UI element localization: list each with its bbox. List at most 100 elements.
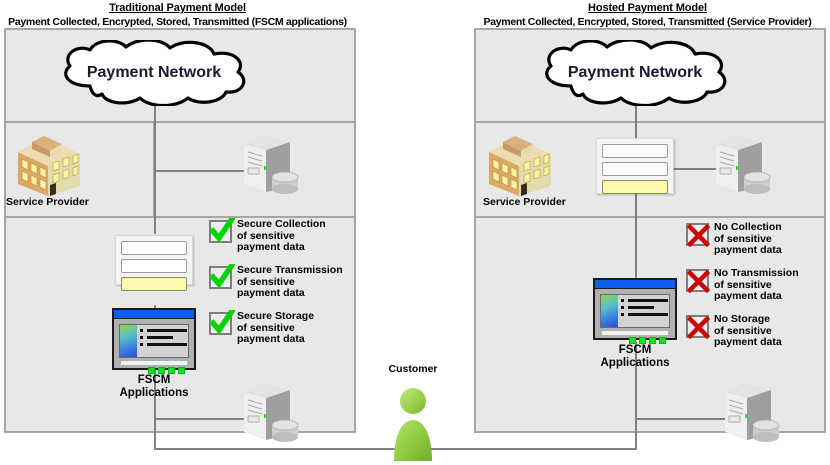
building-icon — [489, 136, 551, 196]
monitor-text-lines — [137, 325, 188, 357]
hosted-top-server — [712, 134, 776, 196]
server-icon — [716, 136, 771, 194]
traditional-service-provider-building — [10, 130, 88, 198]
monitor-line-2 — [147, 336, 174, 339]
traditional-payment-network-cloud: Payment Network — [46, 38, 262, 108]
monitor-status-bar — [602, 331, 668, 335]
traditional-cloud-label: Payment Network — [86, 64, 222, 81]
traditional-fscm-monitor — [112, 308, 196, 374]
traditional-cloud-connector — [154, 100, 156, 234]
traditional-status-item-1: Secure Transmission of sensitive payment… — [209, 264, 343, 300]
monitor-line-3 — [147, 343, 187, 346]
status-line-1: Secure Transmission — [237, 264, 343, 276]
monitor-bullets — [621, 299, 624, 320]
traditional-payment-form[interactable] — [115, 235, 193, 291]
status-line-2: of sensitive — [237, 275, 295, 288]
status-text: Secure Transmission of sensitive payment… — [237, 264, 343, 300]
status-text: No Storage of sensitive payment data — [714, 313, 782, 349]
person-icon — [394, 388, 432, 461]
cross-icon — [686, 269, 710, 293]
status-line-3: payment data — [714, 290, 782, 302]
traditional-band-divider-1 — [4, 121, 356, 123]
traditional-status-item-0: Secure Collection of sensitive payment d… — [209, 218, 326, 254]
fscm-label-line1: FSCM — [137, 374, 171, 386]
monitor-gradient-panel — [120, 325, 137, 357]
fscm-label-line2: Applications — [600, 357, 670, 369]
hosted-payment-network-cloud: Payment Network — [527, 38, 743, 108]
building-icon — [18, 136, 80, 196]
hosted-band-divider-2 — [474, 216, 826, 218]
monitor-gradient-panel — [601, 295, 618, 327]
monitor-text-lines — [618, 295, 669, 327]
traditional-server-bottom-link — [155, 418, 250, 420]
hosted-status-item-0: No Collection of sensitive payment data — [686, 221, 782, 257]
cloud-icon — [545, 38, 727, 108]
traditional-band-divider-2 — [4, 216, 356, 218]
hosted-cloud-connector — [635, 100, 637, 142]
server-icon — [725, 384, 780, 442]
status-line-2: of sensitive — [714, 232, 772, 245]
status-text: Secure Storage of sensitive payment data — [237, 310, 315, 346]
status-line-2: of sensitive — [714, 278, 772, 291]
check-icon — [209, 310, 235, 335]
monitor-titlebar — [595, 280, 675, 289]
traditional-fscm-down-connector — [154, 305, 156, 450]
hosted-server-bottom-link — [636, 418, 731, 420]
monitor-body — [595, 289, 675, 350]
status-line-3: payment data — [714, 336, 782, 348]
server-icon — [244, 136, 299, 194]
form-field-2[interactable] — [602, 162, 668, 176]
monitor-titlebar — [114, 310, 194, 319]
status-line-3: payment data — [237, 333, 305, 345]
check-icon — [209, 218, 235, 243]
status-line-2: of sensitive — [714, 324, 772, 337]
hosted-server-top-link — [672, 168, 720, 170]
monitor-line-1 — [628, 299, 668, 302]
cross-icon — [686, 315, 710, 339]
status-line-1: Secure Storage — [237, 310, 315, 322]
monitor-bullets — [140, 329, 143, 350]
traditional-bottom-server — [240, 382, 304, 444]
hosted-model-subtitle: Payment Collected, Encrypted, Stored, Tr… — [483, 16, 812, 28]
fscm-label-line1: FSCM — [618, 344, 652, 356]
monitor-line-2 — [628, 306, 655, 309]
monitor-status-bar — [121, 361, 187, 365]
form-field-2[interactable] — [121, 259, 187, 273]
status-text: No Collection of sensitive payment data — [714, 221, 782, 257]
monitor-leds — [600, 335, 670, 347]
status-text: No Transmission of sensitive payment dat… — [714, 267, 799, 303]
monitor-line-3 — [628, 313, 668, 316]
hosted-model-panel — [474, 28, 826, 433]
form-field-1[interactable] — [602, 144, 668, 158]
customer-label: Customer — [388, 363, 438, 375]
status-line-2: of sensitive — [237, 229, 295, 242]
traditional-model-title: Traditional Payment Model — [109, 2, 246, 14]
cross-icon — [686, 223, 710, 247]
status-line-1: Secure Collection — [237, 218, 326, 230]
traditional-model-subtitle: Payment Collected, Encrypted, Stored, Tr… — [8, 16, 347, 28]
traditional-status-item-2: Secure Storage of sensitive payment data — [209, 310, 315, 346]
form-field-highlighted[interactable] — [602, 180, 668, 194]
hosted-fscm-down-connector — [635, 342, 637, 450]
traditional-fscm-label: FSCM Applications — [104, 374, 204, 400]
monitor-screen — [600, 294, 670, 328]
hosted-status-item-2: No Storage of sensitive payment data — [686, 313, 782, 349]
status-text: Secure Collection of sensitive payment d… — [237, 218, 326, 254]
fscm-label-line2: Applications — [119, 387, 189, 399]
hosted-service-provider-label: Service Provider — [483, 196, 566, 208]
hosted-service-provider-building — [481, 130, 559, 198]
cloud-icon — [64, 38, 246, 108]
status-line-1: No Collection — [714, 221, 782, 233]
monitor-line-1 — [147, 329, 187, 332]
status-line-3: payment data — [714, 244, 782, 256]
traditional-server-top-link — [155, 170, 250, 172]
hosted-status-item-1: No Transmission of sensitive payment dat… — [686, 267, 799, 303]
check-icon — [209, 264, 235, 289]
form-field-highlighted[interactable] — [121, 277, 187, 291]
form-field-1[interactable] — [121, 241, 187, 255]
server-icon — [244, 384, 299, 442]
hosted-payment-form[interactable] — [596, 138, 674, 194]
hosted-band-divider-1 — [474, 121, 826, 123]
status-line-2: of sensitive — [237, 321, 295, 334]
